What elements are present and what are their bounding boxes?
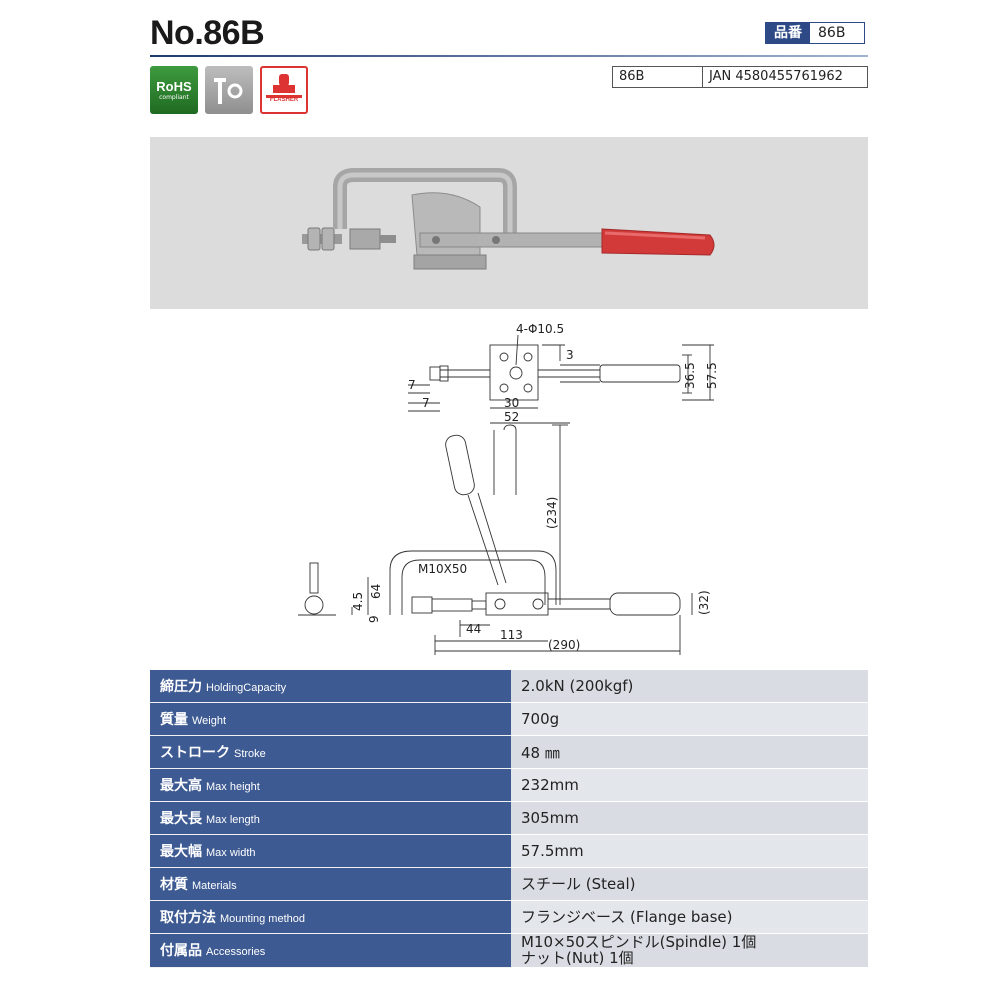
page-title: No.86B bbox=[150, 14, 265, 52]
rohs-sublabel: compliant bbox=[159, 94, 189, 101]
part-number-label: 品番 bbox=[766, 23, 810, 43]
dim-4-5: 4.5 bbox=[351, 592, 365, 611]
dim-57-5: 57.5 bbox=[705, 362, 719, 389]
spec-value: 57.5mm bbox=[511, 834, 868, 868]
spec-key-jp: 取付方法 bbox=[160, 909, 216, 926]
spec-row: 付属品 Accessories M10×50スピンドル(Spindle) 1個 ナ… bbox=[150, 933, 868, 969]
dimension-drawing: 4-Φ10.5 3 7 7 30 52 36.5 57.5 bbox=[290, 315, 730, 660]
spec-key-en: Max height bbox=[206, 781, 260, 794]
spec-key-en: Accessories bbox=[206, 946, 266, 959]
dim-113: 113 bbox=[500, 628, 523, 642]
spec-key-en: Max width bbox=[206, 846, 256, 859]
spec-value: 305mm bbox=[511, 801, 868, 835]
spec-key-jp: 最大幅 bbox=[160, 843, 202, 860]
rohs-icon: RoHS compliant bbox=[150, 66, 198, 114]
spec-key-jp: 締圧力 bbox=[160, 679, 202, 696]
spec-key-en: Max length bbox=[206, 814, 260, 826]
spec-key-en: Mounting method bbox=[220, 912, 305, 925]
dim-290: (290) bbox=[548, 638, 580, 652]
certification-badges: RoHS compliant FLASHER bbox=[150, 66, 308, 114]
tool-icon bbox=[205, 66, 253, 114]
spec-value-multiline: M10×50スピンドル(Spindle) 1個 ナット(Nut) 1個 bbox=[511, 933, 868, 969]
spec-row: 最大高 Max height 232mm bbox=[150, 768, 868, 803]
spec-key-en: HoldingCapacity bbox=[206, 682, 287, 695]
spec-key-jp: 付属品 bbox=[160, 943, 202, 960]
dim-64: 64 bbox=[369, 584, 383, 599]
jan-code: JAN 4580455761962 bbox=[709, 69, 843, 84]
spec-key-jp: 最大長 bbox=[160, 811, 202, 827]
jan-model: 86B bbox=[613, 67, 703, 87]
spec-value: 48 ㎜ bbox=[511, 735, 868, 770]
spec-table: 締圧力 HoldingCapacity 2.0kN (200kgf) 質量 Weig… bbox=[150, 670, 868, 969]
dim-7a: 7 bbox=[408, 378, 416, 392]
spec-row: 最大幅 Max width 57.5mm bbox=[150, 834, 868, 868]
dim-32: (32) bbox=[697, 590, 711, 615]
spec-value: スチール (Steal) bbox=[511, 867, 868, 901]
spec-row: 締圧力 HoldingCapacity 2.0kN (200kgf) bbox=[150, 670, 868, 704]
spec-value-line: ナット(Nut) 1個 bbox=[521, 949, 634, 968]
spec-key-jp: 材質 bbox=[160, 876, 188, 893]
spec-key-jp: ストローク bbox=[160, 745, 230, 762]
spec-value: 2.0kN (200kgf) bbox=[511, 670, 868, 704]
spec-row: 最大長 Max length 305mm bbox=[150, 801, 868, 835]
spec-row: 取付方法 Mounting method フランジベース (Flange base… bbox=[150, 900, 868, 934]
dim-9: 9 bbox=[367, 615, 381, 623]
rohs-label: RoHS bbox=[156, 79, 192, 94]
title-divider bbox=[150, 55, 868, 57]
spec-row: ストローク Stroke 48 ㎜ bbox=[150, 735, 868, 770]
spec-value: フランジベース (Flange base) bbox=[511, 900, 868, 934]
jan-box: 86B JAN 4580455761962 bbox=[612, 66, 868, 88]
spec-key-en: Materials bbox=[192, 879, 237, 892]
dim-234: (234) bbox=[545, 497, 559, 529]
flasher-icon: FLASHER bbox=[260, 66, 308, 114]
spec-key-jp: 質量 bbox=[160, 712, 188, 729]
dim-30: 30 bbox=[504, 396, 519, 410]
dim-spindle: M10X50 bbox=[418, 562, 467, 576]
flasher-label: FLASHER bbox=[269, 97, 299, 103]
dim-44: 44 bbox=[466, 622, 481, 636]
dim-holes: 4-Φ10.5 bbox=[516, 322, 564, 336]
spec-row: 質量 Weight 700g bbox=[150, 702, 868, 737]
spec-key-en: Weight bbox=[192, 715, 227, 728]
spec-key-en: Stroke bbox=[234, 748, 266, 761]
spec-row: 材質 Materials スチール (Steal) bbox=[150, 867, 868, 901]
dim-3: 3 bbox=[566, 348, 574, 362]
product-photo bbox=[150, 137, 868, 309]
spec-value-line: M10×50スピンドル(Spindle) 1個 bbox=[521, 933, 757, 952]
dim-7b: 7 bbox=[422, 396, 430, 410]
part-number-box: 品番 86B bbox=[765, 22, 865, 44]
spec-value: 232mm bbox=[511, 768, 868, 803]
spec-value: 700g bbox=[511, 702, 868, 737]
spec-key-jp: 最大高 bbox=[160, 778, 202, 795]
part-number-value: 86B bbox=[810, 23, 864, 43]
dim-52: 52 bbox=[504, 410, 519, 424]
dim-36-5: 36.5 bbox=[683, 362, 697, 389]
